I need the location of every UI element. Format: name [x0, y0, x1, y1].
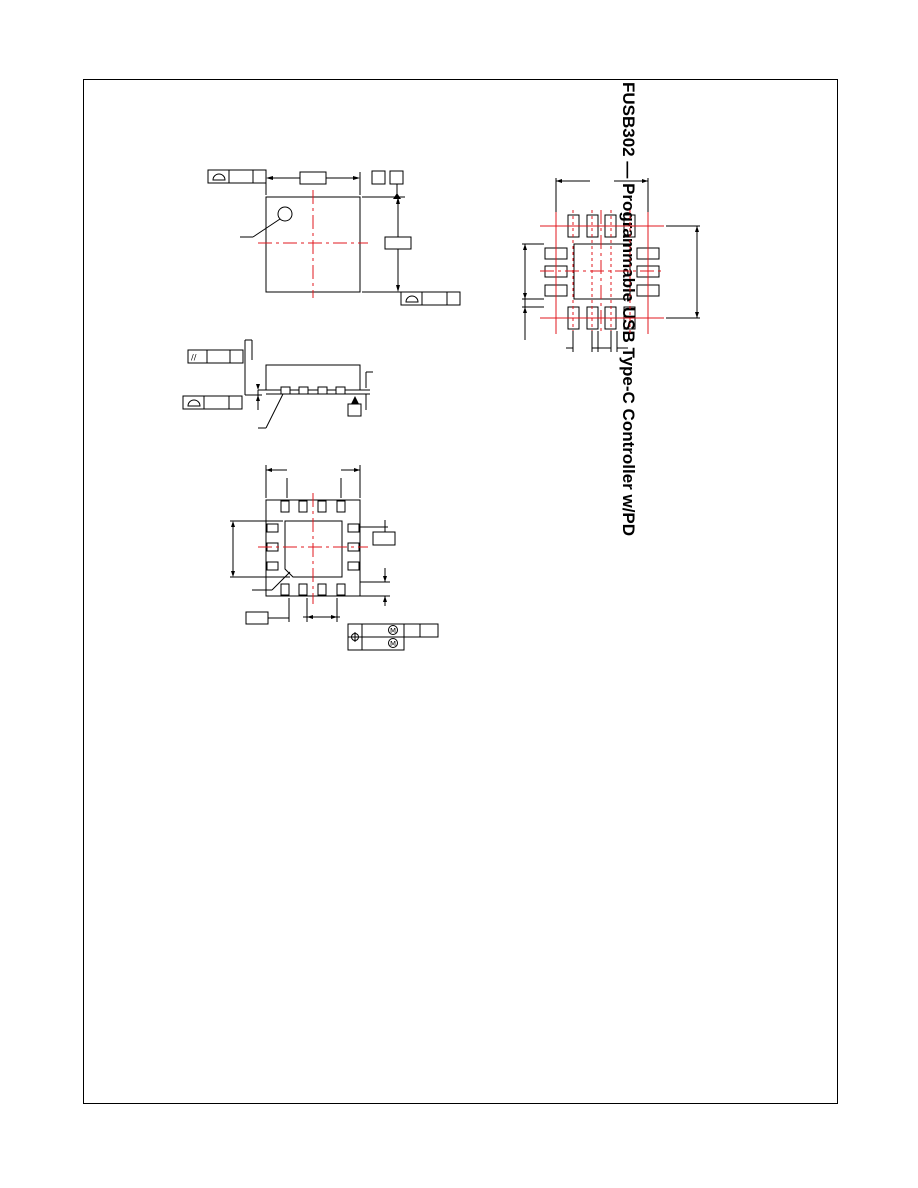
position-tolerance-frame: M M — [347, 623, 439, 651]
dimension-box-pitch — [245, 611, 269, 625]
bottom-pad — [317, 583, 327, 596]
bottom-pad — [317, 500, 327, 513]
bottom-pad — [336, 500, 346, 513]
side-lead — [280, 386, 291, 395]
datum-box-side — [347, 403, 362, 417]
bottom-pad — [298, 583, 308, 596]
datum-box-2 — [389, 170, 404, 185]
bottom-pad — [347, 523, 360, 533]
page-frame — [83, 79, 838, 1104]
bottom-pad — [280, 500, 290, 513]
side-lead — [335, 386, 346, 395]
svg-text:M: M — [390, 640, 396, 648]
side-lead — [298, 386, 309, 395]
dimension-box-height — [384, 236, 412, 250]
pin1-indicator — [277, 206, 293, 222]
svg-text:M: M — [390, 627, 396, 635]
datum-triangle — [393, 193, 401, 199]
exposed-pad — [284, 520, 343, 578]
recommended-land-pattern — [522, 178, 700, 352]
parallelism-symbol: // — [191, 353, 197, 362]
bottom-pad — [298, 500, 308, 513]
bottom-pad — [336, 583, 346, 596]
pin1-leader — [252, 218, 281, 238]
side-view: // — [182, 339, 373, 429]
parallelism-frame: // — [187, 349, 244, 364]
datum-box-1 — [371, 170, 386, 185]
bottom-pad — [266, 523, 279, 533]
side-lead — [317, 386, 328, 395]
bottom-pad — [280, 583, 290, 596]
profile-surface-icon — [212, 173, 226, 181]
dimension-box-width — [299, 171, 327, 185]
package-side-outline — [265, 364, 361, 391]
top-view — [207, 169, 461, 306]
mmc-icon — [388, 625, 398, 635]
dimension-box-pad — [372, 531, 396, 546]
profile-tolerance-frame-a — [207, 169, 267, 184]
bottom-pad — [347, 561, 360, 571]
bottom-pad — [266, 561, 279, 571]
profile-tolerance-frame-c — [182, 395, 243, 410]
mmc-icon — [388, 638, 398, 648]
bottom-view: M M — [230, 465, 439, 651]
profile-tolerance-frame-b — [400, 291, 461, 306]
